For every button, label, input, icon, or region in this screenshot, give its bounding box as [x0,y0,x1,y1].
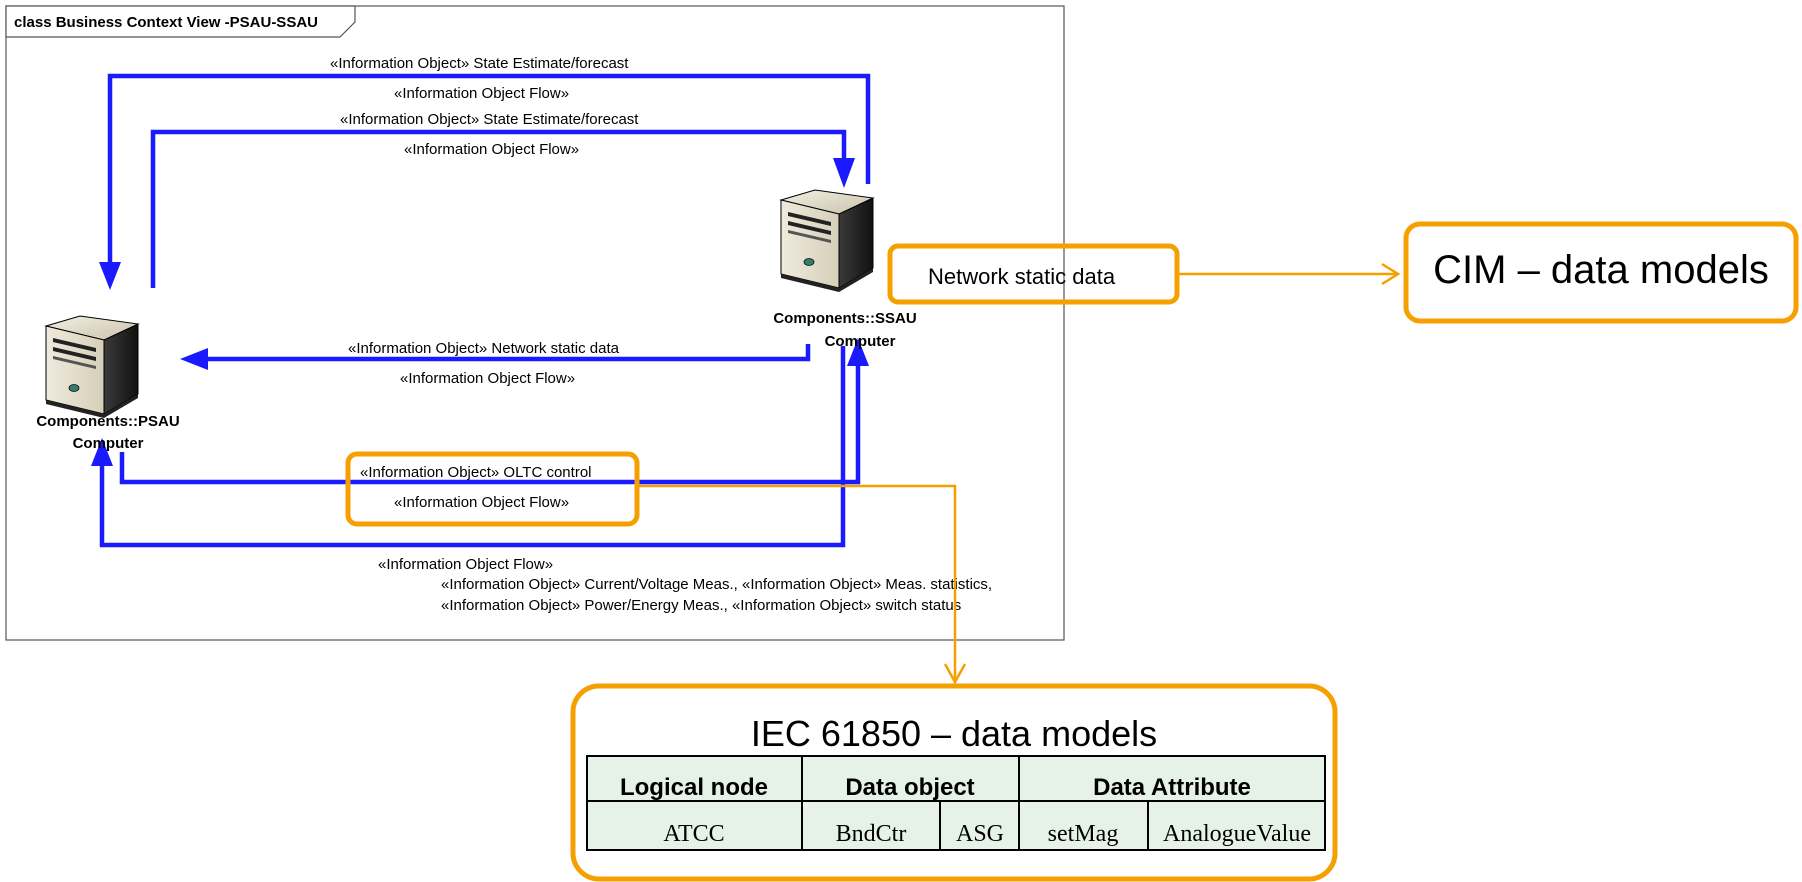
flow-state-estimate-outer[interactable] [107,73,871,262]
flow-state-estimate-inner[interactable] [150,129,847,288]
flow2-stereotype-label: «Information Object Flow» [404,141,579,158]
psau-label-line2: Computer [73,435,144,452]
uml-frame [5,5,1065,641]
flow3-object-label: «Information Object» Network static data [348,340,620,357]
frame-title: class Business Context View -PSAU-SSAU [14,14,318,31]
td-data-attribute: setMag [1048,821,1119,847]
flow1-stereotype-label: «Information Object Flow» [394,85,569,102]
cim-data-models-box[interactable] [1403,221,1799,324]
flow-oltc-control[interactable] [119,366,861,485]
ssau-label-line2: Computer [825,333,896,350]
psau-computer-icon [45,315,139,419]
table-background [586,755,1326,851]
arrowhead-up-ssau [847,338,869,366]
td-data-object: BndCtr [836,821,907,847]
td-data-object-sub: ASG [956,821,1004,847]
th-data-object: Data object [845,774,974,801]
flow4-stereotype-label: «Information Object Flow» [394,494,569,511]
arrowhead-up-psau [91,438,113,466]
iec61850-table: Logical node Data object Data Attribute … [586,755,1326,851]
connector-iec-arrowhead [943,663,967,685]
td-data-attribute-sub: AnalogueValue [1163,821,1311,847]
ssau-label-line1: Components::SSAU [773,310,916,327]
psau-label-line1: Components::PSAU [36,413,179,430]
iec61850-title: IEC 61850 – data models [751,713,1157,754]
orange-connectors [637,262,1401,685]
ssau-computer-icon [780,189,874,293]
connector-cim-arrowhead [1381,262,1401,286]
flow5-objects-line2: «Information Object» Power/Energy Meas.,… [441,597,961,614]
flow1-object-label: «Information Object» State Estimate/fore… [330,55,629,72]
arrowhead-down-psau [99,262,121,290]
flow5-objects-line1: «Information Object» Current/Voltage Mea… [441,576,992,593]
uml-frame-tab [5,5,356,38]
th-data-attribute: Data Attribute [1093,774,1251,801]
arrowhead-down-ssau [833,158,855,188]
oltc-control-highlight[interactable] [345,451,640,527]
connector-oltc-to-iec [637,484,957,680]
cim-data-models-label: CIM – data models [1433,248,1769,292]
td-logical-node: ATCC [663,821,724,847]
flow4-object-label: «Information Object» OLTC control [360,464,592,481]
th-logical-node: Logical node [620,774,768,801]
flow-network-static-data[interactable] [208,344,811,362]
flow-lines [99,73,871,548]
network-static-highlight[interactable] [887,243,1180,305]
flow5-stereotype-label: «Information Object Flow» [378,556,553,573]
network-static-label: Network static data [928,264,1116,289]
flow-measurements[interactable] [99,346,846,548]
flow3-stereotype-label: «Information Object Flow» [400,370,575,387]
flow2-object-label: «Information Object» State Estimate/fore… [340,111,639,128]
arrowhead-left-psau [180,348,208,370]
flow-arrowheads [91,158,869,466]
